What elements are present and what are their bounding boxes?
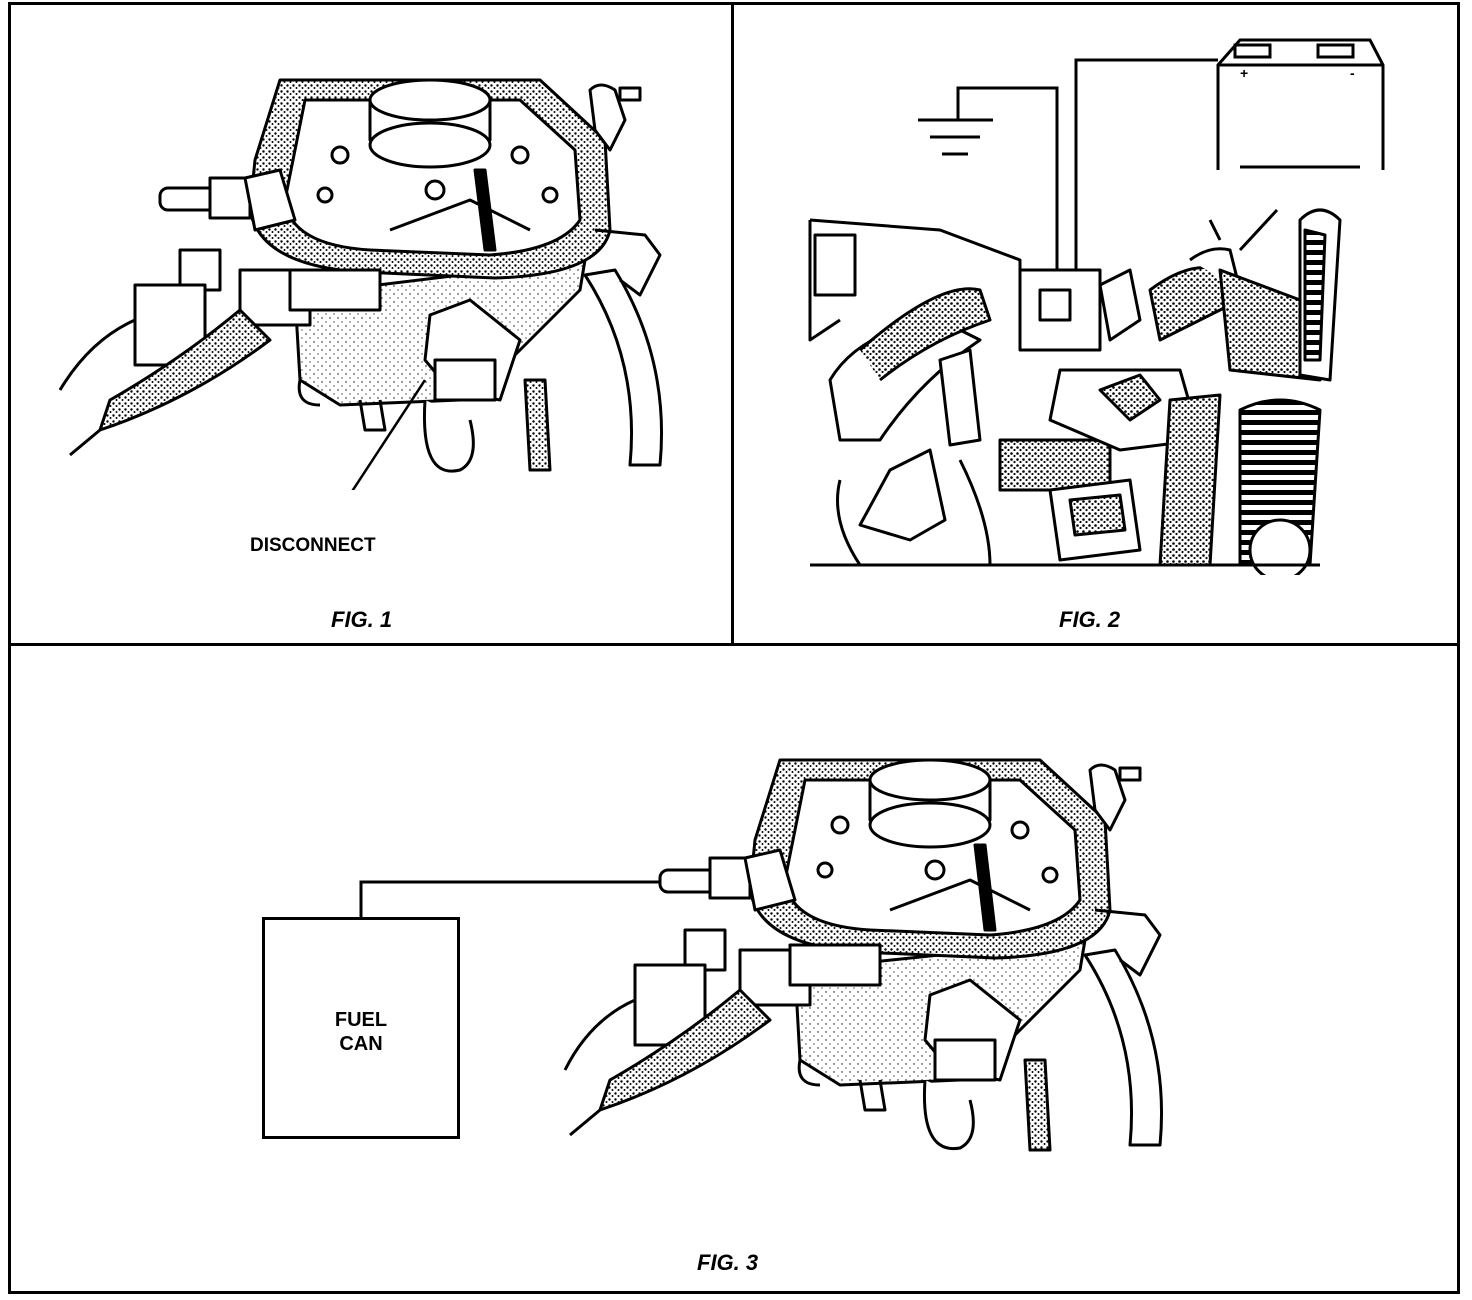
vertical-divider [731,2,734,646]
outer-frame [8,2,1460,1294]
disconnect-callout: DISCONNECT [250,535,376,556]
battery-icon: + - [1074,38,1385,270]
fuel-can-label-line1: FUEL [334,1009,388,1031]
horizontal-divider [8,643,1460,646]
fuel-can-label: FUEL CAN [265,1008,457,1056]
fig3-throttle-body-icon [563,758,1164,1152]
fuel-line-connector [359,880,668,920]
fig1-throttle-body-icon [58,78,664,490]
fig3-caption: FIG. 3 [697,1250,759,1275]
ground-symbol-icon [918,86,1059,270]
svg-text:-: - [1350,65,1355,81]
fig1-caption: FIG. 1 [331,607,393,632]
svg-text:+: + [1240,65,1248,81]
fuel-can-icon: FUEL CAN [262,917,460,1139]
fig2-caption: FIG. 2 [1059,607,1121,632]
fuel-can-label-line2: CAN [339,1033,383,1055]
fig2-engine-bay-icon: + - [808,38,1385,575]
